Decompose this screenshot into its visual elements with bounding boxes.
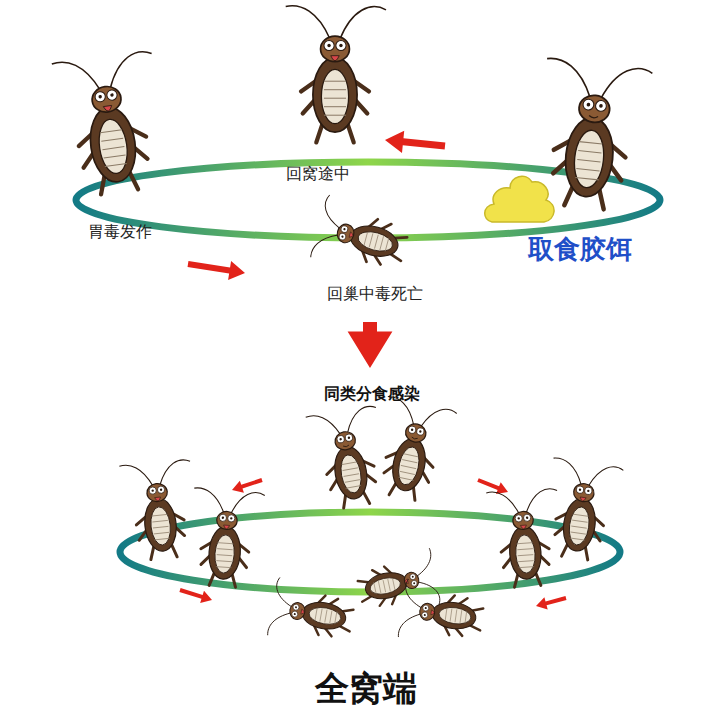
cockroach bbox=[486, 488, 563, 589]
stage-label: 胃毒发作 bbox=[88, 222, 152, 241]
stage-label: 回巢中毒死亡 bbox=[327, 284, 423, 303]
cockroach bbox=[267, 577, 356, 649]
cockroach bbox=[119, 458, 199, 561]
red-arrow bbox=[232, 478, 263, 493]
stage-label: 取食胶饵 bbox=[528, 234, 632, 265]
cockroach bbox=[540, 458, 624, 563]
cockroach bbox=[532, 58, 653, 213]
cockroach bbox=[310, 194, 412, 280]
cockroach bbox=[188, 488, 265, 589]
gel-bait bbox=[485, 176, 554, 222]
red-arrow bbox=[348, 322, 393, 368]
red-arrow bbox=[385, 131, 445, 153]
result-title: 全窝端 bbox=[315, 668, 417, 709]
cockroach bbox=[368, 396, 457, 505]
stage-label: 回窝途中 bbox=[286, 164, 350, 183]
cockroach bbox=[286, 6, 386, 143]
red-arrow bbox=[188, 261, 245, 280]
cockroach bbox=[398, 579, 486, 649]
cockroach bbox=[354, 548, 441, 619]
red-arrow bbox=[179, 588, 212, 603]
stage-heading: 同类分食感染 bbox=[324, 384, 420, 403]
red-arrow bbox=[536, 596, 567, 609]
cockroach bbox=[52, 49, 170, 198]
cockroach bbox=[306, 405, 392, 512]
